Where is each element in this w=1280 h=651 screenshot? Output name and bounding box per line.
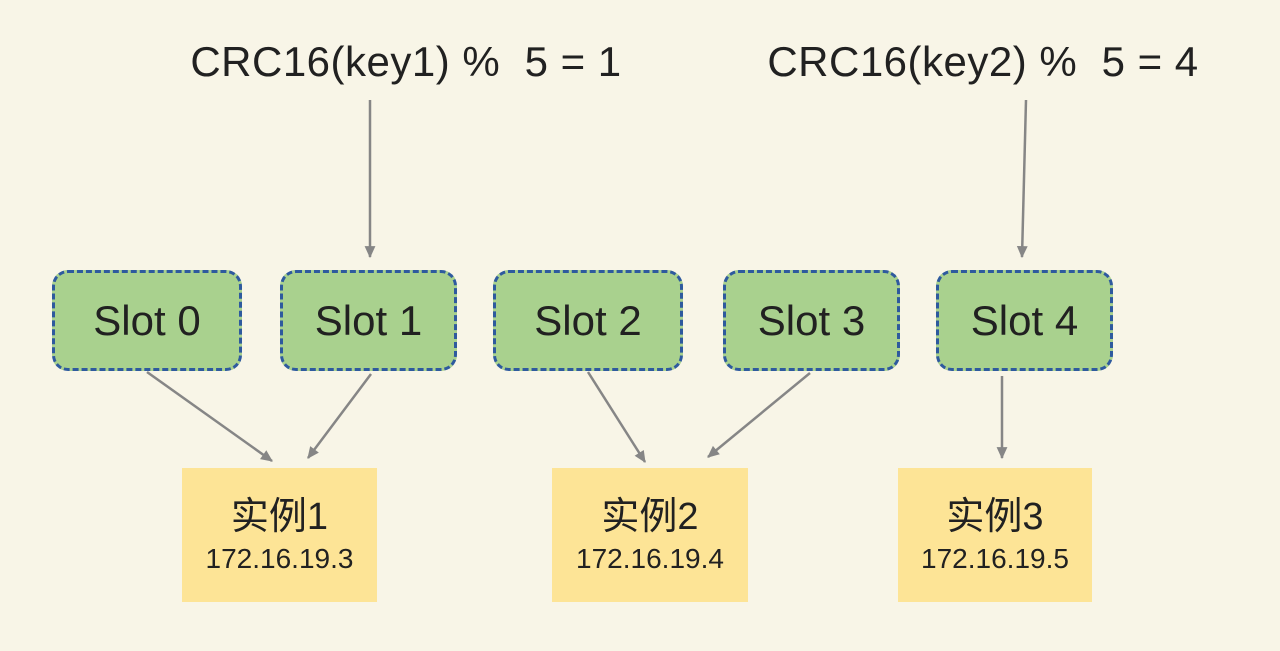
slot-0-label: Slot 0 xyxy=(93,296,201,344)
arrow-slot0-to-instance1 xyxy=(146,370,273,463)
slot-0-box: Slot 0 xyxy=(52,270,242,371)
arrow-slot1-to-instance1 xyxy=(307,373,372,459)
formula-key1: CRC16(key1) % 5 = 1 xyxy=(190,38,622,85)
instance-2-box: 实例2 172.16.19.4 xyxy=(552,468,748,602)
instance-3-ip: 172.16.19.5 xyxy=(921,543,1069,574)
slot-1-label: Slot 1 xyxy=(314,296,423,344)
instance-2-ip: 172.16.19.4 xyxy=(576,543,724,574)
instance-2-name: 实例2 xyxy=(601,496,699,538)
instance-3-box: 实例3 172.16.19.5 xyxy=(898,468,1092,602)
arrow-slot2-to-instance2 xyxy=(586,371,647,463)
formula-key2: CRC16(key2) % 5 = 4 xyxy=(767,38,1199,85)
arrow-slot3-to-instance2 xyxy=(707,372,811,458)
slot-3-box: Slot 3 xyxy=(723,270,900,371)
instance-3-name: 实例3 xyxy=(946,496,1044,538)
instance-1-name: 实例1 xyxy=(230,496,329,538)
arrow-key2-to-slot4 xyxy=(1016,99,1028,259)
slot-4-label: Slot 4 xyxy=(970,296,1079,344)
instance-1-box: 实例1 172.16.19.3 xyxy=(182,468,377,602)
slot-1-box: Slot 1 xyxy=(280,270,457,371)
slot-2-box: Slot 2 xyxy=(493,270,683,371)
instance-1-ip: 172.16.19.3 xyxy=(205,543,354,574)
slot-4-box: Slot 4 xyxy=(936,270,1113,371)
slot-2-label: Slot 2 xyxy=(534,296,642,344)
slot-3-label: Slot 3 xyxy=(757,296,866,344)
